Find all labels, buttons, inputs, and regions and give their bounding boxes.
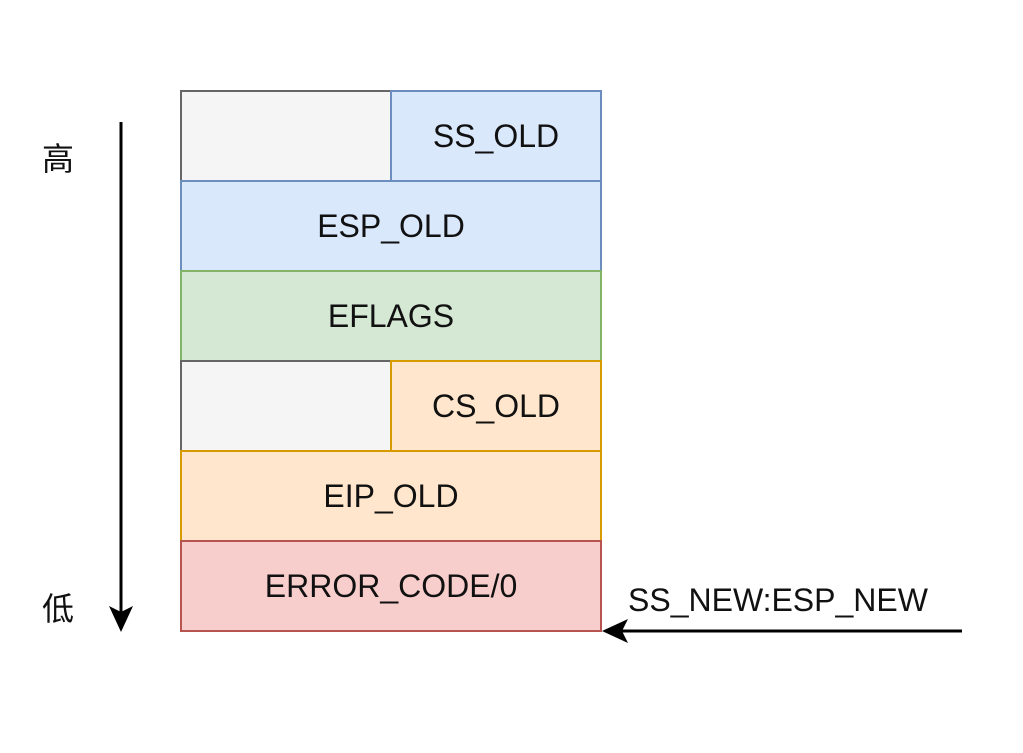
error-code-label: ERROR_CODE/0 xyxy=(264,567,518,604)
ss-old-cell: SS_OLD xyxy=(390,90,602,182)
low-label: 低 xyxy=(42,591,75,627)
direction-arrow xyxy=(109,122,133,632)
ss-old-label: SS_OLD xyxy=(432,117,560,154)
padding-cell-middle xyxy=(180,360,392,452)
eflags-label: EFLAGS xyxy=(327,297,455,334)
esp-old-cell: ESP_OLD xyxy=(180,180,602,272)
eip-old-cell: EIP_OLD xyxy=(180,450,602,542)
error-code-cell: ERROR_CODE/0 xyxy=(180,540,602,632)
cs-old-label: CS_OLD xyxy=(431,387,561,424)
stack-pointer-arrow xyxy=(602,619,962,643)
eip-old-label: EIP_OLD xyxy=(323,477,459,514)
high-label: 高 xyxy=(42,141,75,177)
padding-cell-top xyxy=(180,90,392,182)
eflags-cell: EFLAGS xyxy=(180,270,602,362)
esp-old-label: ESP_OLD xyxy=(317,207,465,244)
cs-old-cell: CS_OLD xyxy=(390,360,602,452)
stack-pointer-label: SS_NEW:ESP_NEW xyxy=(628,582,928,618)
